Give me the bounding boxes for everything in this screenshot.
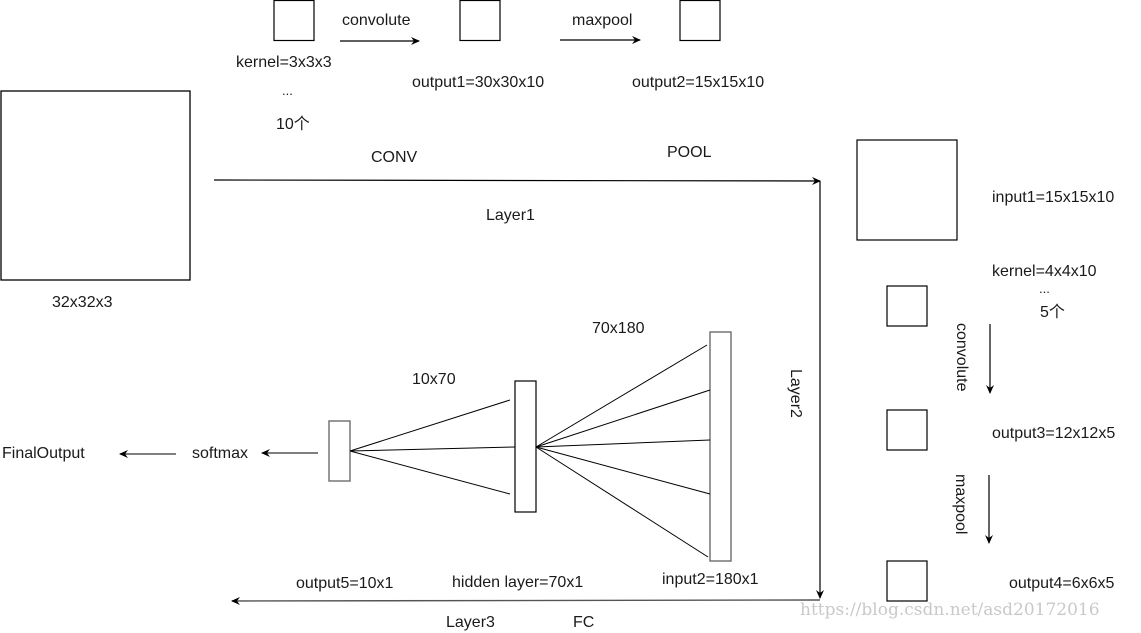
input-size-label: 32x32x3 [52,294,113,311]
kernel2-box [886,285,928,327]
kernel2-label: kernel=4x4x10 [992,263,1097,280]
maxpool2-label: maxpool [952,474,969,535]
hidden-node [514,380,537,513]
input2-node [709,331,732,562]
layer3-arrow [231,596,821,605]
output1-label: output1=30x30x10 [412,74,545,91]
maxpool-label: maxpool [572,12,633,29]
output4-label: output4=6x6x5 [1009,575,1115,592]
softmax-label: softmax [192,445,249,462]
hidden-layer-label: hidden layer=70x1 [452,574,584,591]
output3-label: output3=12x12x5 [992,425,1116,442]
kernel-box [273,0,315,42]
layer1-label: Layer1 [486,207,535,224]
input1-label: input1=15x15x10 [992,189,1115,206]
conv-label: CONV [371,149,418,166]
layer1-arrow [213,176,821,185]
convolute-label: convolute [342,12,411,29]
weights2-connections [535,344,711,558]
convolute2-label: convolute [953,323,970,392]
output4-box [886,560,928,602]
output5-node [328,420,351,482]
output2-box [679,0,721,42]
input-image-box [0,90,191,281]
kernel-ellipsis: ... [282,83,293,98]
pool-label: POOL [667,144,712,161]
kernel2-count-label: 5个 [1040,304,1065,321]
output1-box [459,0,501,42]
output3-box [886,409,928,451]
weights1-label: 10x70 [412,371,456,388]
weights2-label: 70x180 [592,320,645,337]
input2-label: input2=180x1 [662,571,759,588]
kernel-label: kernel=3x3x3 [236,54,332,71]
layer2-label: Layer2 [787,369,804,418]
layer3-label: Layer3 [446,614,495,631]
output2-label: output2=15x15x10 [632,74,765,91]
output5-label: output5=10x1 [296,575,394,592]
final-output-label: FinalOutput [2,445,85,462]
weights1-connections [349,399,516,495]
kernel2-ellipsis: ... [1039,281,1050,296]
fc-label: FC [573,614,595,631]
input1-box [856,139,958,241]
watermark: https://blog.csdn.net/asd20172016 [800,600,1100,620]
kernel-count-label: 10个 [276,116,310,133]
